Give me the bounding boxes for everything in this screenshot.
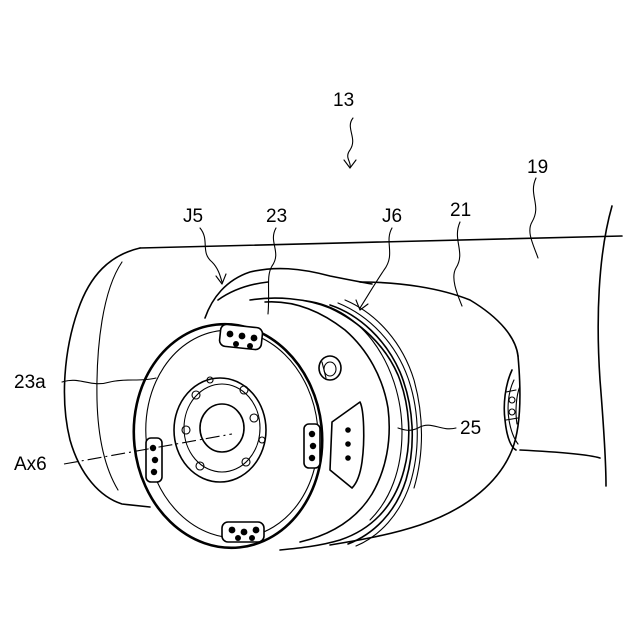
clamp-left [146,438,162,482]
rear-housing [64,248,150,507]
label-19: 19 [527,157,548,178]
clamp-bottom [222,522,264,542]
clamp-top [219,324,263,350]
label-23: 23 [266,206,287,227]
label-j6: J6 [382,206,402,227]
label-ax6: Ax6 [14,454,47,475]
front-face-23a [123,315,333,557]
housing-21 [330,282,520,545]
cylinder-23 [250,298,422,550]
label-23a: 23a [14,372,46,393]
label-13: 13 [333,90,354,111]
label-25: 25 [460,418,481,439]
label-j5: J5 [183,206,203,227]
leader-lines [62,118,538,430]
joint-j5-shell [205,269,372,318]
clamp-right [304,424,320,468]
label-21: 21 [450,200,471,221]
